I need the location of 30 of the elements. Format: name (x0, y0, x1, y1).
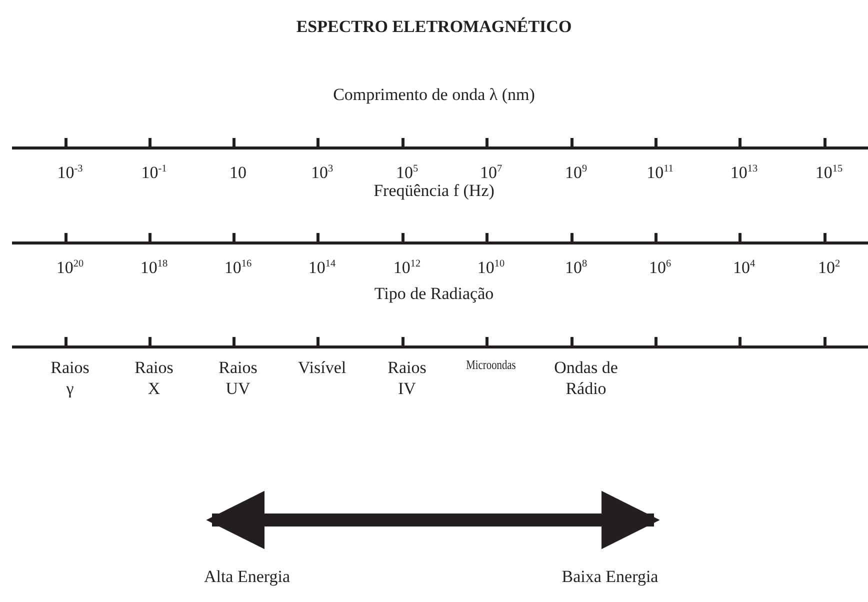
tick-label: 10$^{15}$ (815, 162, 843, 184)
tick-label: 10$^{18}$ (140, 257, 168, 278)
tick-label: 10$^{10}$ (477, 257, 505, 278)
radiation-label: Raios γ (50, 357, 90, 400)
tick-label: 10$^{8}$ (564, 257, 588, 278)
diagram-title: ESPECTRO ELETROMAGNÉTICO (296, 16, 572, 38)
tick-label: 10$^{-1}$ (141, 162, 167, 184)
radiation-label: Ondas de Rádio (554, 357, 618, 400)
tick-label: 10$^{16}$ (224, 257, 252, 278)
energy-label: Alta Energia (204, 566, 290, 588)
axis-title: Tipo de Radiação (374, 283, 494, 304)
tick-label: 10$^{4}$ (732, 257, 756, 278)
tick-label: 10$^{2}$ (818, 257, 840, 278)
tick-label: 10$^{9}$ (564, 162, 588, 184)
radiation-label: Raios X (134, 357, 174, 400)
radiation-label: Microondas (466, 357, 516, 374)
axis-title: Comprimento de onda λ (nm) (333, 84, 535, 106)
tick-label: 10 (230, 162, 246, 184)
tick-label: 10$^{-3}$ (57, 162, 83, 184)
tick-label: 10$^{13}$ (730, 162, 758, 184)
tick-label: 10$^{3}$ (310, 162, 334, 184)
tick-label: 10$^{20}$ (56, 257, 84, 278)
radiation-label: Visível (298, 357, 346, 378)
radiation-label: Raios IV (386, 357, 428, 400)
tick-label: 10$^{12}$ (393, 257, 421, 278)
radiation-label: Raios UV (218, 357, 258, 400)
tick-label: 10$^{6}$ (648, 257, 672, 278)
tick-label: 10$^{11}$ (646, 162, 674, 184)
energy-label: Baixa Energia (562, 566, 658, 588)
tick-label: 10$^{14}$ (308, 257, 336, 278)
